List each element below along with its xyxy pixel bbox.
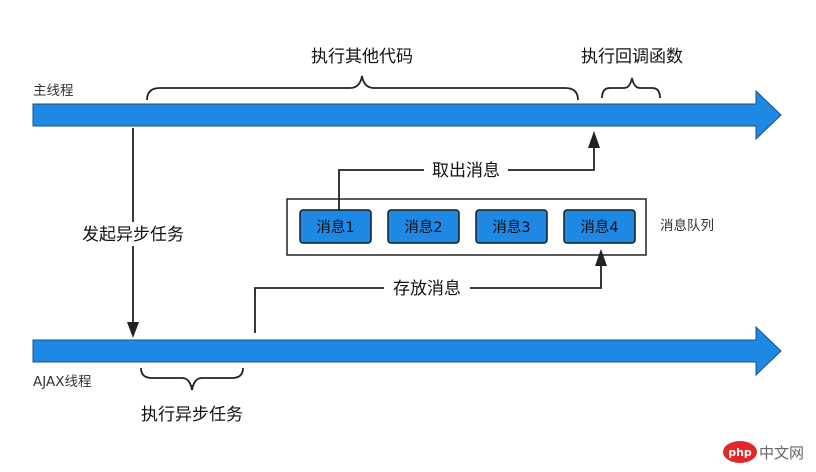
queue-message-box — [563, 209, 636, 244]
brace-other-code-label: 执行其他代码 — [311, 47, 413, 67]
ajax-thread-label: AJAX线程 — [33, 374, 91, 390]
brace-async-task-label: 执行异步任务 — [141, 405, 243, 425]
queue-message-box — [387, 209, 460, 244]
take-message-label: 取出消息 — [432, 161, 500, 181]
queue-message-label: 消息3 — [492, 219, 530, 236]
watermark-text: 中文网 — [759, 444, 804, 462]
message-queue-label: 消息队列 — [660, 217, 714, 234]
ajax-thread-arrow — [32, 325, 782, 377]
queue-message-label: 消息2 — [404, 219, 442, 236]
brace-async-task — [140, 367, 244, 391]
queue-message-label: 消息1 — [316, 219, 354, 236]
take-message-arrow-head — [588, 131, 600, 148]
message-queue-items: 消息1 消息2 消息3 消息4 — [299, 209, 636, 244]
main-thread-label: 主线程 — [33, 83, 74, 99]
watermark-badge — [723, 441, 757, 463]
main-thread-arrow — [32, 89, 782, 141]
watermark-logo: php 中文网 — [723, 441, 804, 463]
start-async-label-bg — [74, 222, 194, 246]
queue-message-box — [475, 209, 548, 244]
take-message-label-bg — [424, 159, 508, 181]
watermark-badge-text: php — [728, 446, 752, 459]
store-message-label-bg — [384, 277, 470, 299]
start-async-arrow-head — [127, 322, 139, 338]
brace-callback-label: 执行回调函数 — [581, 47, 683, 67]
brace-callback — [601, 77, 661, 99]
queue-message-box — [299, 209, 372, 244]
brace-other-code — [146, 75, 579, 101]
store-message-arrow-head — [595, 249, 607, 266]
queue-message-label: 消息4 — [580, 219, 618, 236]
start-async-label: 发起异步任务 — [82, 225, 184, 245]
store-message-label: 存放消息 — [393, 279, 461, 299]
